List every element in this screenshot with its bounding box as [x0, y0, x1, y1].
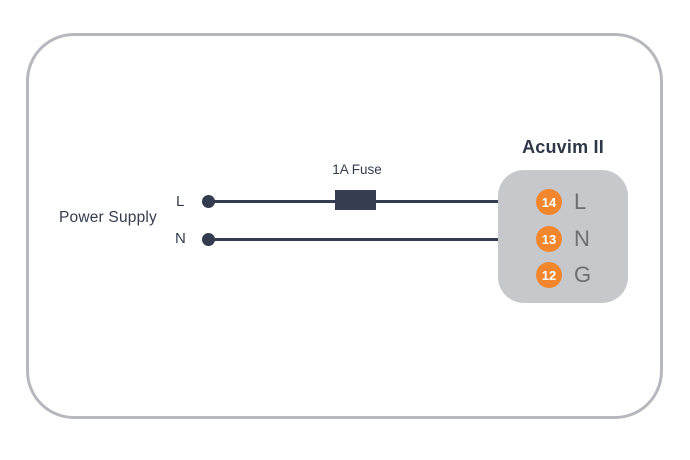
source-terminal-n-label: N — [175, 230, 186, 247]
power-supply-label: Power Supply — [58, 209, 158, 226]
terminal-row-13: 13 N — [536, 226, 590, 252]
terminal-12-label: G — [574, 262, 592, 287]
wire-n-node-dot — [202, 233, 215, 246]
wire-n — [208, 238, 540, 241]
fuse-symbol — [335, 190, 376, 210]
terminal-14-label: L — [574, 189, 587, 214]
source-terminal-l-label: L — [176, 193, 185, 210]
terminal-12-circle: 12 — [536, 262, 562, 288]
diagram-outer-border — [26, 33, 663, 419]
meter-title: Acuvim II — [522, 137, 604, 157]
terminal-13-circle: 13 — [536, 226, 562, 252]
terminal-14-circle: 14 — [536, 189, 562, 215]
wire-l-node-dot — [202, 195, 215, 208]
meter-terminal-box: 14 L 13 N 12 G — [498, 170, 628, 303]
fuse-label: 1A Fuse — [332, 162, 382, 177]
terminal-row-12: 12 G — [536, 262, 591, 288]
terminal-row-14: 14 L — [536, 189, 586, 215]
terminal-13-label: N — [574, 226, 590, 251]
